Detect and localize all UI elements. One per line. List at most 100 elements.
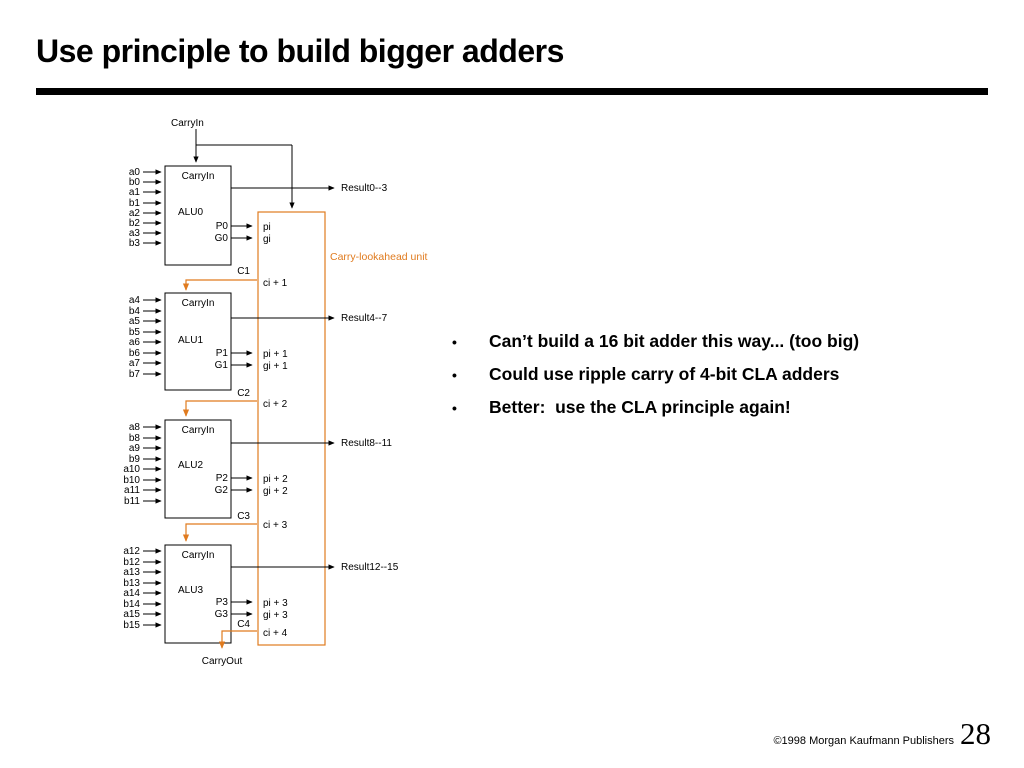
carryin-top-label: CarryIn [171,118,204,129]
alu2-input-a11: a11 [124,485,140,496]
bullet-text: Can’t build a 16 bit adder this way... (… [489,331,860,351]
alu2-block: CarryIn ALU2 P2 G2 a8 b8 a9 b9 a10 b10 a… [123,419,392,519]
alu0-p-label: P0 [216,221,229,232]
alu2-input-b10: b10 [123,475,140,486]
cla-gi2-label: gi + 2 [263,486,288,497]
cla-pi3-label: pi + 3 [263,598,288,609]
alu1-input-b6: b6 [129,348,141,359]
alu0-input-b3: b3 [129,238,141,249]
alu3-input-a15: a15 [123,609,140,620]
carry-c4-label: C4 [237,619,250,630]
copyright-text: ©1998 Morgan Kaufmann Publishers [773,735,954,747]
alu0-name: ALU0 [178,207,203,218]
alu0-input-a3: a3 [129,228,141,239]
alu3-name: ALU3 [178,585,203,596]
alu0-input-b0: b0 [129,177,141,188]
alu1-g-label: G1 [215,360,229,371]
bullet-icon: • [452,367,457,383]
cla-ci2-label: ci + 2 [263,399,288,410]
alu0-box [164,165,232,266]
carry-c2-label: C2 [237,388,250,399]
alu3-input-b14: b14 [123,599,140,610]
slide-title: Use principle to build bigger adders [36,33,564,69]
alu0-input-a2: a2 [129,208,141,219]
cla-ci1-label: ci + 1 [263,278,288,289]
carry-wires: C1 C2 C3 C4 CarryOut [182,266,257,667]
cla-pi2-label: pi + 2 [263,474,288,485]
alu2-input-b11: b11 [124,496,140,507]
bullet-item: • Could use ripple carry of 4-bit CLA ad… [452,364,1012,397]
alu0-g-label: G0 [215,233,229,244]
alu1-block: CarryIn ALU1 P1 G1 a4 b4 a5 b5 a6 b6 a7 … [129,292,388,391]
cla-pi1-label: pi + 1 [263,349,288,360]
alu1-name: ALU1 [178,335,203,346]
alu0-block: CarryIn ALU0 P0 G0 a0 b0 a1 b1 a2 b2 a3 … [129,165,388,266]
alu3-result-label: Result12--15 [341,562,399,573]
alu1-input-a6: a6 [129,337,141,348]
alu3-p-label: P3 [216,597,229,608]
alu0-input-a1: a1 [129,187,141,198]
carry-wire-c2 [182,400,257,417]
carry-wire-c3 [182,523,257,542]
carry-wire-c4 [218,630,257,649]
alu0-result-label: Result0--3 [341,183,388,194]
alu2-name: ALU2 [178,460,203,471]
alu2-input-b8: b8 [129,433,141,444]
alu2-result-label: Result8--11 [341,438,392,449]
cla-box [257,211,326,646]
cla-unit-label: Carry-lookahead unit [330,251,428,263]
cla-gi1-label: gi + 1 [263,361,288,372]
alu2-input-a9: a9 [129,443,141,454]
alu3-g-label: G3 [215,609,229,620]
cla-ci4-label: ci + 4 [263,628,288,639]
alu1-result-label: Result4--7 [341,313,388,324]
alu0-carryin-label: CarryIn [182,171,215,182]
cla-gi3-label: gi + 3 [263,610,288,621]
alu3-input-a14: a14 [123,588,140,599]
alu3-box [164,544,232,644]
alu1-input-b5: b5 [129,327,141,338]
alu2-box [164,419,232,519]
alu2-p-label: P2 [216,473,229,484]
alu3-block: CarryIn ALU3 P3 G3 a12 b12 a13 b13 a14 b… [123,544,399,644]
alu2-g-label: G2 [215,485,229,496]
alu1-carryin-label: CarryIn [182,298,215,309]
carry-wire-c1 [182,279,257,291]
bullet-item: • Can’t build a 16 bit adder this way...… [452,331,1012,364]
alu1-p-label: P1 [216,348,229,359]
alu1-input-a4: a4 [129,295,141,306]
cla-gi0-label: gi [263,234,271,245]
carry-c1-label: C1 [237,266,250,277]
alu1-box [164,292,232,391]
bullet-item: • Better: use the CLA principle again! [452,397,1012,430]
slide-footer: ©1998 Morgan Kaufmann Publishers 28 [773,716,991,752]
carryout-label: CarryOut [202,656,243,667]
carry-c3-label: C3 [237,511,250,522]
bullet-icon: • [452,400,457,416]
alu1-input-a5: a5 [129,316,141,327]
alu1-input-b7: b7 [129,369,141,380]
alu3-input-a13: a13 [123,567,140,578]
page-number: 28 [960,716,991,751]
cla-pi0-label: pi [263,222,271,233]
bullet-text: Better: use the CLA principle again! [489,397,791,417]
alu3-input-b13: b13 [123,578,140,589]
alu2-input-a8: a8 [129,422,141,433]
alu3-input-b15: b15 [123,620,140,631]
bullet-text: Could use ripple carry of 4-bit CLA adde… [489,364,840,384]
alu2-input-a10: a10 [123,464,140,475]
alu2-input-b9: b9 [129,454,141,465]
bullet-icon: • [452,334,457,350]
carryin-top: CarryIn [171,118,295,209]
alu0-input-a0: a0 [129,167,141,178]
alu1-input-a7: a7 [129,358,141,369]
alu0-input-b2: b2 [129,218,141,229]
alu1-input-b4: b4 [129,306,141,317]
cla-ci3-label: ci + 3 [263,520,288,531]
title-rule [36,88,988,95]
alu3-input-a12: a12 [123,546,140,557]
alu3-input-b12: b12 [123,557,140,568]
alu2-carryin-label: CarryIn [182,425,215,436]
carry-lookahead-unit: Carry-lookahead unit pi gi ci + 1 pi + 1… [257,211,428,646]
